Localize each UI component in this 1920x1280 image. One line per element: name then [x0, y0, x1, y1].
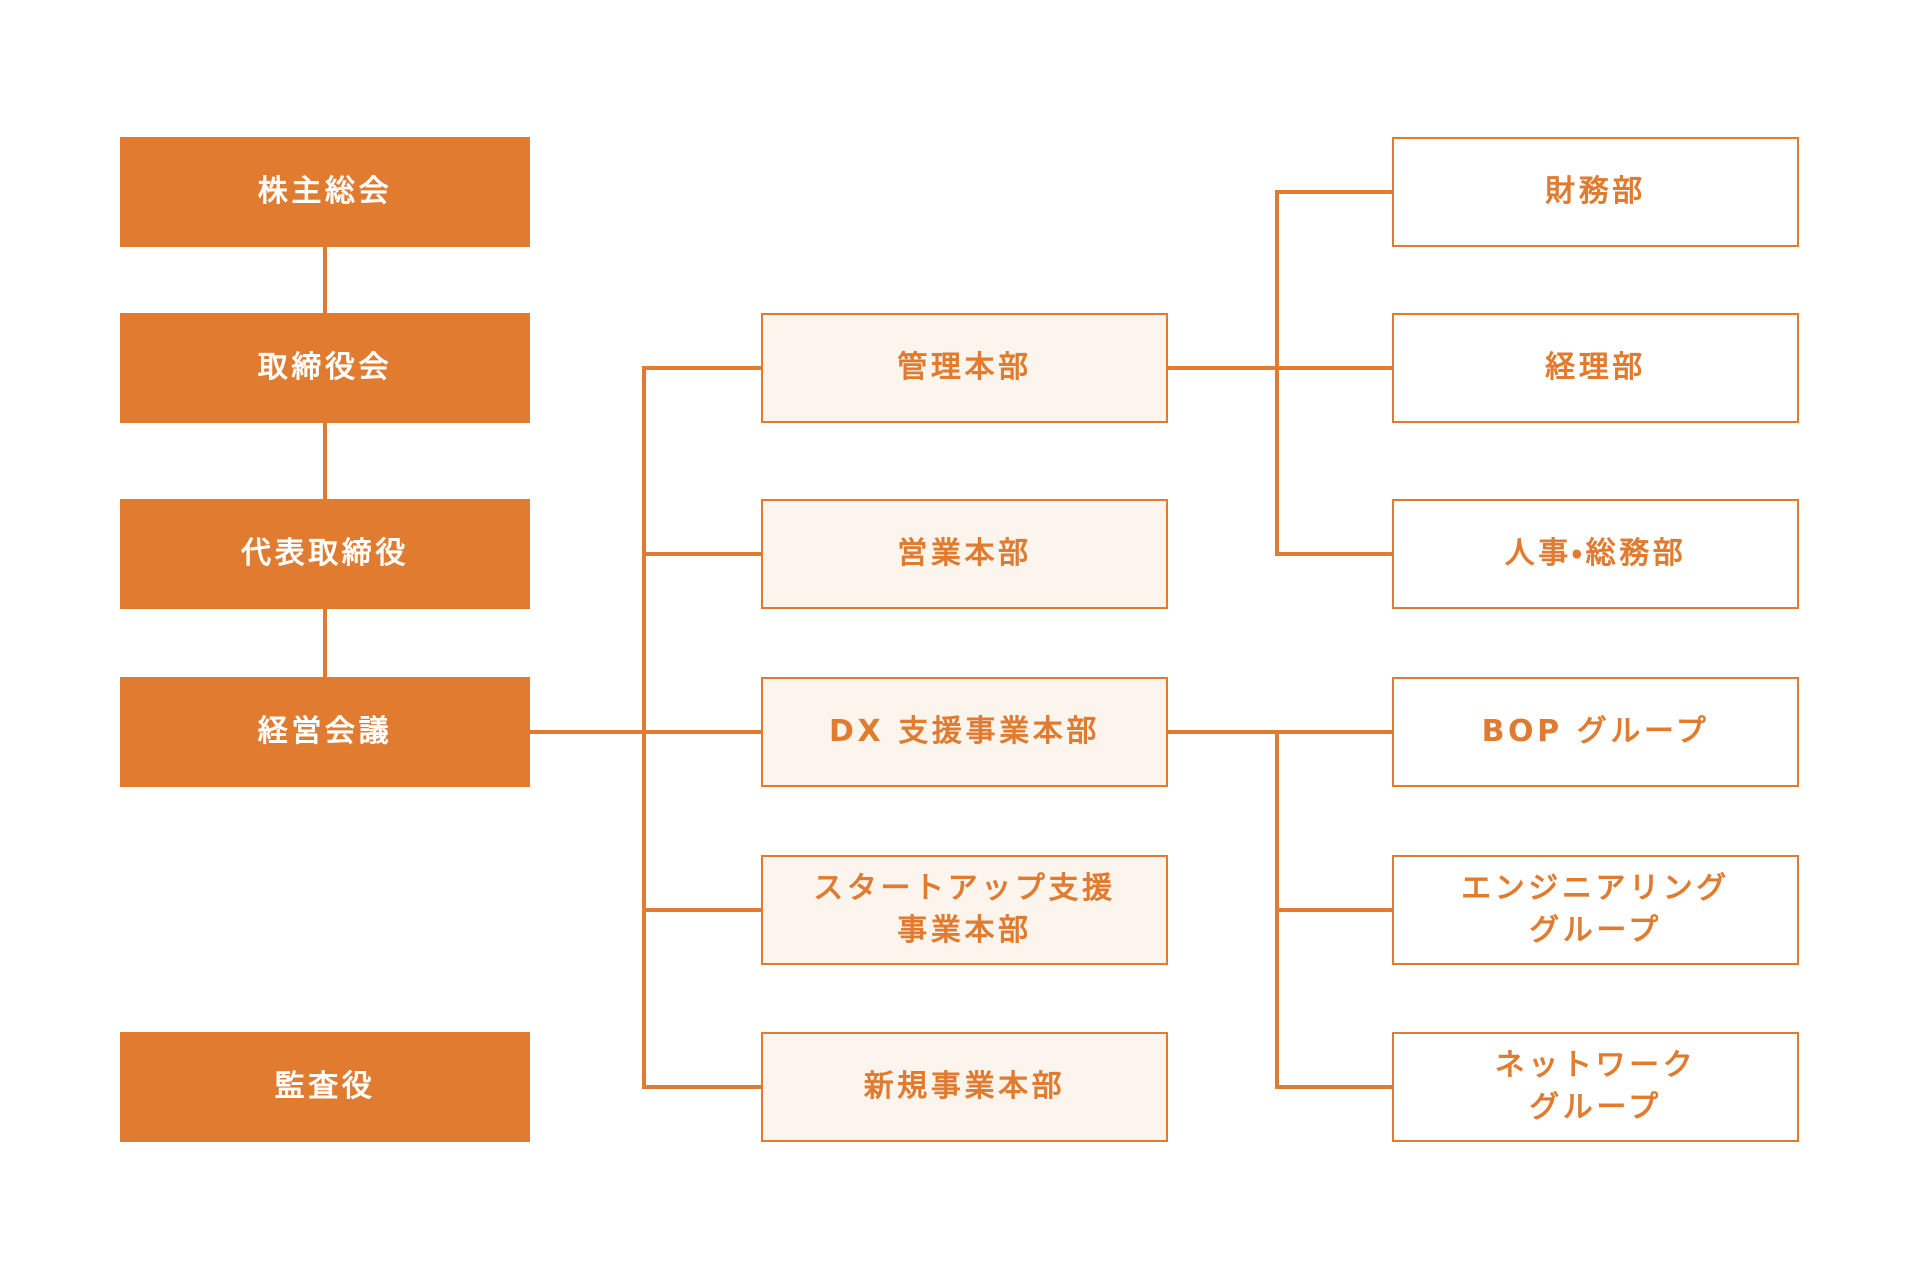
connector-representative-to-management-council [323, 609, 327, 677]
connector-division-trunk [642, 366, 646, 1089]
connector-trunk-to-startup-division [642, 908, 761, 912]
connector-trunk-to-hr-general-affairs-department [1275, 552, 1392, 556]
node-hr-general-affairs-department: 人事・総務部 [1392, 499, 1799, 609]
node-label: 代表取締役 [241, 536, 409, 571]
node-label: DX 支援事業本部 [829, 714, 1100, 749]
connector-administration-department-trunk [1275, 190, 1279, 556]
node-label: 株主総会 [257, 174, 393, 209]
node-label: エンジニアリング グループ [1461, 871, 1730, 948]
node-board-of-directors: 取締役会 [120, 313, 530, 423]
node-bop-group: BOP グループ [1392, 677, 1799, 787]
node-new-business-division: 新規事業本部 [761, 1032, 1168, 1142]
connector-trunk-to-network-group [1275, 1085, 1392, 1089]
connector-trunk-to-sales-division [642, 552, 761, 556]
connector-trunk-to-administration-division [642, 366, 761, 370]
connector-trunk-to-engineering-group [1275, 908, 1392, 912]
node-management-council: 経営会議 [120, 677, 530, 787]
node-label: 取締役会 [257, 350, 393, 385]
node-startup-support-division: スタートアップ支援 事業本部 [761, 855, 1168, 965]
node-label: 経営会議 [257, 714, 393, 749]
connector-management-council-to-dx-division [530, 730, 761, 734]
node-sales-division: 営業本部 [761, 499, 1168, 609]
connector-trunk-to-finance-department [1275, 190, 1392, 194]
node-label: 経理部 [1545, 350, 1646, 385]
node-label: 人事・総務部 [1504, 536, 1687, 571]
node-label: スタートアップ支援 事業本部 [813, 871, 1116, 948]
node-accounting-department: 経理部 [1392, 313, 1799, 423]
connector-administration-to-accounting-department [1168, 366, 1392, 370]
connector-board-to-representative [323, 423, 327, 499]
node-label: ネットワーク グループ [1494, 1048, 1697, 1125]
node-network-group: ネットワーク グループ [1392, 1032, 1799, 1142]
node-label: BOP グループ [1481, 714, 1710, 749]
node-finance-department: 財務部 [1392, 137, 1799, 247]
node-auditor: 監査役 [120, 1032, 530, 1142]
node-label: 財務部 [1545, 174, 1646, 209]
node-representative-director: 代表取締役 [120, 499, 530, 609]
node-label: 新規事業本部 [863, 1069, 1066, 1104]
node-administration-division: 管理本部 [761, 313, 1168, 423]
node-shareholders-meeting: 株主総会 [120, 137, 530, 247]
node-dx-support-division: DX 支援事業本部 [761, 677, 1168, 787]
node-label: 営業本部 [897, 536, 1032, 571]
connector-dx-to-bop-group [1168, 730, 1392, 734]
node-engineering-group: エンジニアリング グループ [1392, 855, 1799, 965]
node-label: 監査役 [274, 1069, 376, 1104]
connector-shareholders-to-board [323, 247, 327, 313]
connector-trunk-to-new-business-division [642, 1085, 761, 1089]
node-label: 管理本部 [897, 350, 1032, 385]
